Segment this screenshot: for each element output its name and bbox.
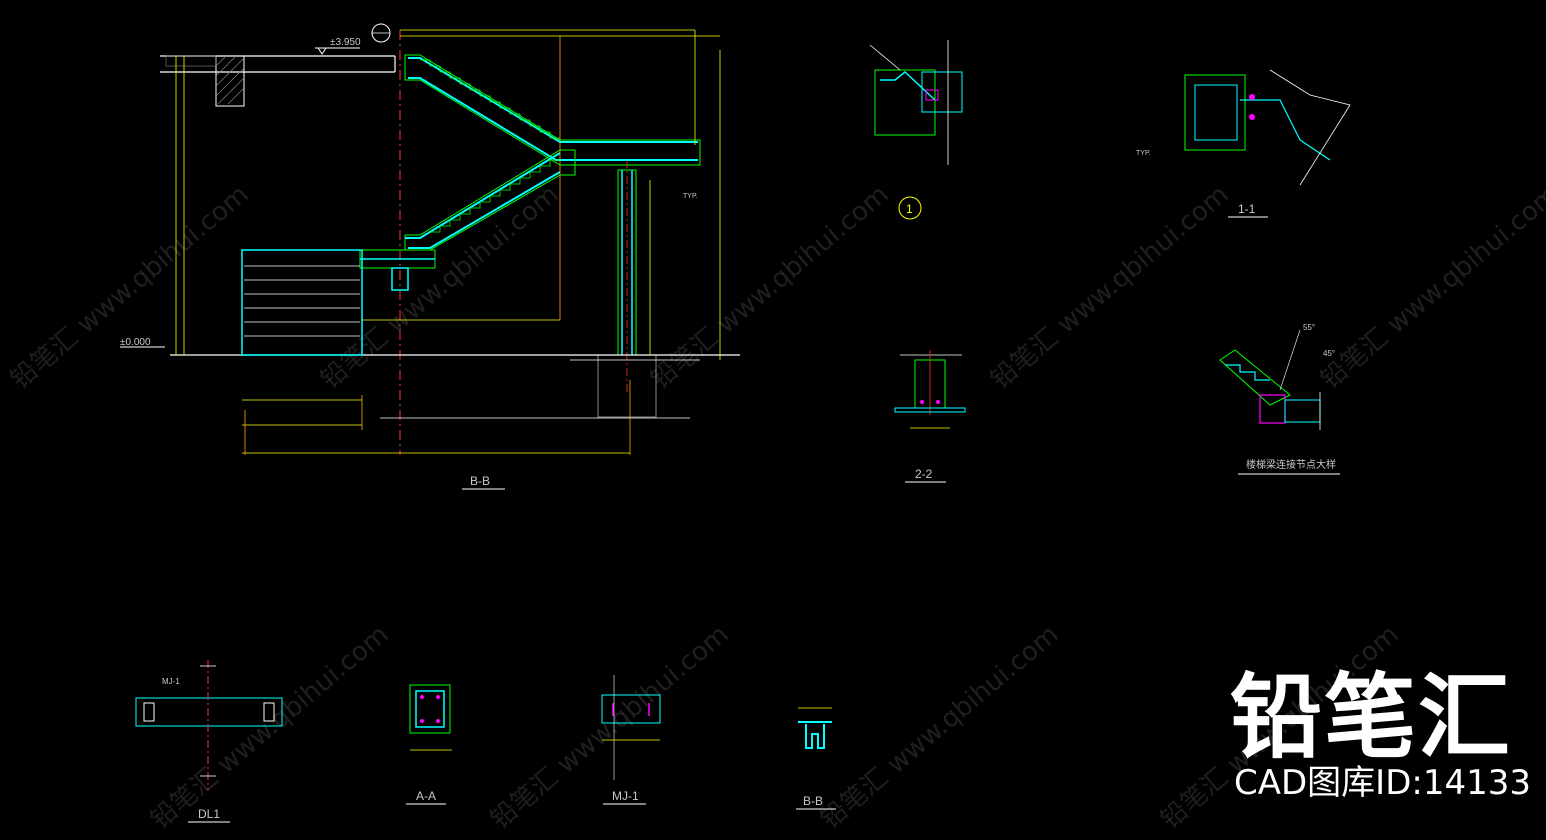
lower-steps [430,159,560,233]
hatched-beam [215,55,245,107]
dl1-detail[interactable]: MJ-1 DL1 [135,660,283,823]
dl1-title: DL1 [198,807,220,821]
bb-small-title: B-B [803,794,823,808]
detail-bubble [898,196,922,220]
brand-logo-text: 铅笔汇 [1230,664,1513,771]
angle-45-text: 45° [1323,349,1335,358]
detail-1[interactable]: 1 [869,40,963,220]
mj1-detail[interactable]: MJ-1 [601,675,661,805]
aa-title: A-A [416,789,436,803]
section-bb-title: B-B [470,474,490,488]
section-2-2[interactable]: 2-2 [894,350,966,483]
typ-note: TYP. [683,193,698,200]
stair-beam-joint-detail[interactable]: 55° 45° 楼梯梁连接节点大样 [1219,323,1340,475]
mj1-tag: MJ-1 [162,677,180,686]
typ-note: TYP. [1136,150,1151,157]
section-2-2-title: 2-2 [915,467,933,481]
section-1-1-title: 1-1 [1238,202,1256,216]
upper-steps [420,59,560,139]
lower-flight-rebar [405,152,561,239]
main-stair-section[interactable]: ±3.950 ±0.000 [120,23,740,490]
mj1-title: MJ-1 [612,789,639,803]
section-1-1[interactable]: 1-1 TYP. [1136,69,1351,218]
brand-id-text: CAD图库ID:14133 [1234,763,1532,803]
upper-flight-slab [404,54,701,166]
level-top-text: ±3.950 [330,37,361,48]
angle-55-text: 55° [1303,323,1315,332]
section-a-a[interactable]: A-A [406,684,452,805]
base-block [241,249,363,356]
level-zero-text: ±0.000 [120,337,151,348]
section-b-b-small[interactable]: B-B [796,707,836,810]
joint-note-title: 楼梯梁连接节点大样 [1246,458,1336,471]
detail-1-label: 1 [906,202,913,216]
